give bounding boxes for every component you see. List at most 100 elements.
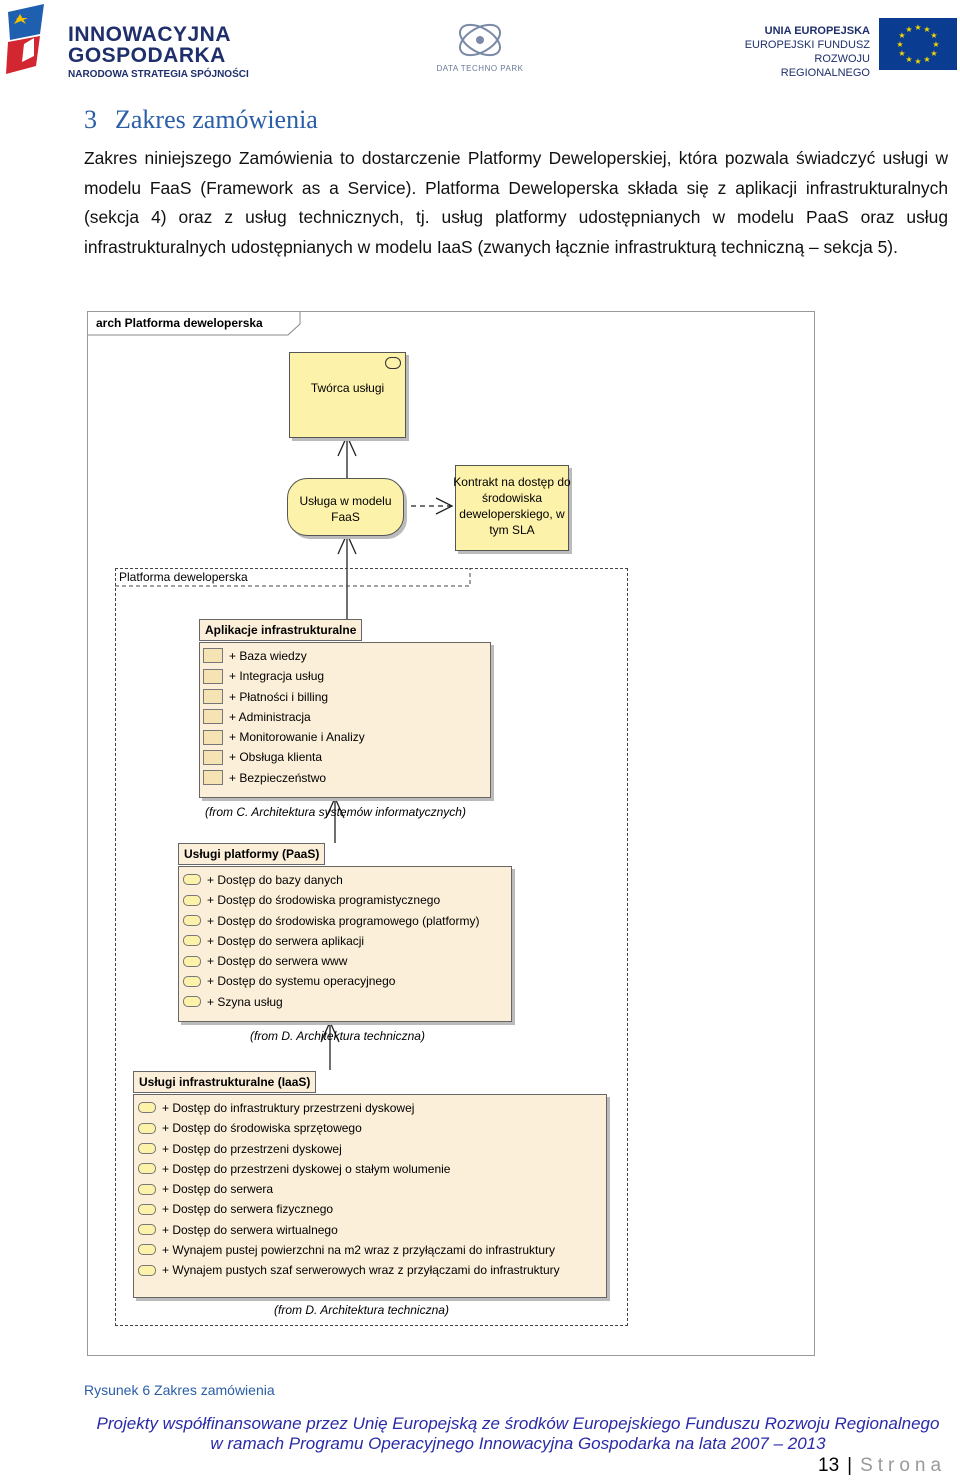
eu-flag-icon: ★★★ ★★★ ★★★ ★★★ xyxy=(879,18,957,70)
list-item: + Integracja usług xyxy=(203,666,365,686)
package-iaas-from: (from D. Architektura techniczna) xyxy=(274,1303,449,1317)
folder-icon xyxy=(203,709,223,725)
list-item: + Szyna usług xyxy=(183,992,479,1012)
actor-label: Twórca usługi xyxy=(310,381,385,395)
list-item: + Monitorowanie i Analizy xyxy=(203,727,365,747)
service-faas: Usługa w modelu FaaS xyxy=(287,478,404,536)
svg-text:★: ★ xyxy=(932,40,939,49)
service-icon xyxy=(138,1102,156,1114)
folder-icon xyxy=(203,729,223,745)
service-icon xyxy=(138,1122,156,1134)
list-item: + Dostęp do serwera www xyxy=(183,951,479,971)
svg-text:★: ★ xyxy=(923,55,930,64)
service-icon xyxy=(138,1203,156,1215)
service-icon xyxy=(183,955,201,967)
list-item: + Dostęp do środowiska programistycznego xyxy=(183,890,479,910)
eu-line-3: ROZWOJU REGIONALNEGO xyxy=(780,53,870,79)
package-iaas-items: + Dostęp do infrastruktury przestrzeni d… xyxy=(138,1098,560,1281)
package-paas-items: + Dostęp do bazy danych + Dostęp do środ… xyxy=(183,870,479,1012)
service-icon xyxy=(138,1183,156,1195)
figure-caption: Rysunek 6 Zakres zamówienia xyxy=(84,1382,275,1398)
list-item: + Dostęp do serwera fizycznego xyxy=(138,1199,560,1219)
package-apps-items: + Baza wiedzy + Integracja usług + Płatn… xyxy=(203,646,365,788)
list-item: + Dostęp do przestrzeni dyskowej xyxy=(138,1139,560,1159)
svg-text:★: ★ xyxy=(898,31,905,40)
svg-text:★: ★ xyxy=(905,25,912,34)
folder-icon xyxy=(203,770,223,786)
eu-line-2: EUROPEJSKI FUNDUSZ xyxy=(744,39,870,51)
list-item: + Dostęp do przestrzeni dyskowej o stały… xyxy=(138,1159,560,1179)
list-item: + Wynajem pustych szaf serwerowych wraz … xyxy=(138,1260,560,1280)
logo-line-1: INNOWACYJNA xyxy=(68,23,232,46)
actor-tworca-uslugi: Twórca usługi xyxy=(289,352,406,438)
data-techno-park-logo: DATA TECHNO PARK xyxy=(420,14,540,76)
package-iaas-title: Usługi infrastrukturalne (IaaS) xyxy=(133,1071,317,1093)
service-icon xyxy=(138,1163,156,1175)
package-apps xyxy=(199,642,491,798)
folder-icon xyxy=(203,668,223,684)
service-icon xyxy=(138,1142,156,1154)
list-item: + Baza wiedzy xyxy=(203,646,365,666)
list-item: + Płatności i billing xyxy=(203,687,365,707)
svg-text:★: ★ xyxy=(896,40,903,49)
contract-sla: Kontrakt na dostęp do środowiska dewelop… xyxy=(453,465,571,551)
frame-title: arch Platforma deweloperska xyxy=(96,316,263,330)
svg-text:★: ★ xyxy=(930,31,937,40)
logo-line-3: NARODOWA STRATEGIA SPÓJNOŚCI xyxy=(68,69,249,80)
package-apps-from: (from C. Architektura systemów informaty… xyxy=(205,805,466,819)
page-number: 13|Strona xyxy=(818,1455,946,1477)
dtp-logo-text: DATA TECHNO PARK xyxy=(436,64,524,73)
atom-logo-icon xyxy=(459,23,501,57)
eu-logo: UNIA EUROPEJSKA EUROPEJSKI FUNDUSZ ROZWO… xyxy=(735,18,957,79)
folder-icon xyxy=(203,688,223,704)
logo-line-2: GOSPODARKA xyxy=(68,44,226,67)
page-word: Strona xyxy=(860,1455,947,1476)
list-item: + Dostęp do infrastruktury przestrzeni d… xyxy=(138,1098,560,1118)
list-item: + Dostęp do serwera aplikacji xyxy=(183,931,479,951)
service-icon xyxy=(183,935,201,947)
service-icon xyxy=(183,975,201,987)
section-paragraph: Zakres niniejszego Zamówienia to dostarc… xyxy=(84,148,948,257)
list-item: + Dostęp do systemu operacyjnego xyxy=(183,971,479,991)
section-number: 3 xyxy=(84,105,97,134)
diagram-frame: arch Platforma deweloperska xyxy=(87,311,815,1356)
svg-text:★: ★ xyxy=(923,25,930,34)
service-icon xyxy=(183,996,201,1008)
list-item: + Dostęp do serwera xyxy=(138,1179,560,1199)
section-title: Zakres zamówienia xyxy=(115,105,318,134)
package-iaas xyxy=(133,1094,607,1298)
svg-text:★: ★ xyxy=(914,57,921,66)
folder-icon xyxy=(203,749,223,765)
footer-line-2: w ramach Programu Operacyjnego Innowacyj… xyxy=(210,1434,826,1453)
section-heading: 3 Zakres zamówienia xyxy=(84,105,336,135)
platform-tab xyxy=(115,568,471,587)
list-item: + Obsługa klienta xyxy=(203,747,365,767)
package-paas-from: (from D. Architektura techniczna) xyxy=(250,1029,425,1043)
package-apps-title: Aplikacje infrastrukturalne xyxy=(199,619,363,641)
list-item: + Dostęp do bazy danych xyxy=(183,870,479,890)
svg-text:★: ★ xyxy=(898,49,905,58)
service-icon xyxy=(138,1224,156,1236)
list-item: + Dostęp do środowiska sprzętowego xyxy=(138,1118,560,1138)
service-icon xyxy=(183,874,201,886)
platform-boundary: Platforma deweloperska xyxy=(115,568,628,1326)
flag-logo-icon xyxy=(6,4,44,74)
contract-label: Kontrakt na dostęp do środowiska dewelop… xyxy=(453,475,571,537)
package-paas-title: Usługi platformy (PaaS) xyxy=(178,843,326,865)
list-item: + Administracja xyxy=(203,707,365,727)
svg-text:★: ★ xyxy=(914,23,921,32)
eu-line-1: UNIA EUROPEJSKA xyxy=(764,25,870,37)
footer-line-1: Projekty współfinansowane przez Unię Eur… xyxy=(96,1414,940,1433)
role-icon xyxy=(385,357,401,369)
service-icon xyxy=(183,894,201,906)
list-item: + Bezpieczeństwo xyxy=(203,768,365,788)
list-item: + Wynajem pustej powierzchni na m2 wraz … xyxy=(138,1240,560,1260)
service-label: Usługa w modelu FaaS xyxy=(299,494,392,524)
platform-label: Platforma deweloperska xyxy=(119,570,248,584)
service-icon xyxy=(183,914,201,926)
innowacyjna-gospodarka-logo: INNOWACYJNA GOSPODARKA NARODOWA STRATEGI… xyxy=(2,4,252,80)
list-item: + Dostęp do serwera wirtualnego xyxy=(138,1220,560,1240)
service-icon xyxy=(138,1264,156,1276)
list-item: + Dostęp do środowiska programowego (pla… xyxy=(183,911,479,931)
service-icon xyxy=(138,1244,156,1256)
